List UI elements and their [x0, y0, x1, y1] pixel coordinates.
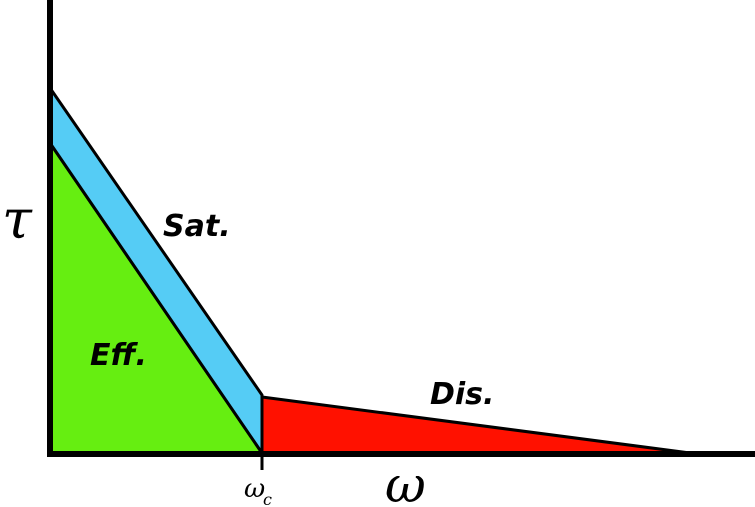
critical-frequency-symbol: ω [244, 474, 265, 504]
x-axis-symbol: ω [385, 456, 426, 507]
critical-frequency-label: ω c [244, 474, 272, 507]
critical-frequency-subscript: c [263, 490, 272, 507]
y-axis-symbol: τ [2, 188, 33, 251]
dissipative-label: Dis. [430, 377, 494, 412]
efficient-label: Eff. [90, 338, 147, 373]
saturation-label: Sat. [163, 209, 231, 244]
